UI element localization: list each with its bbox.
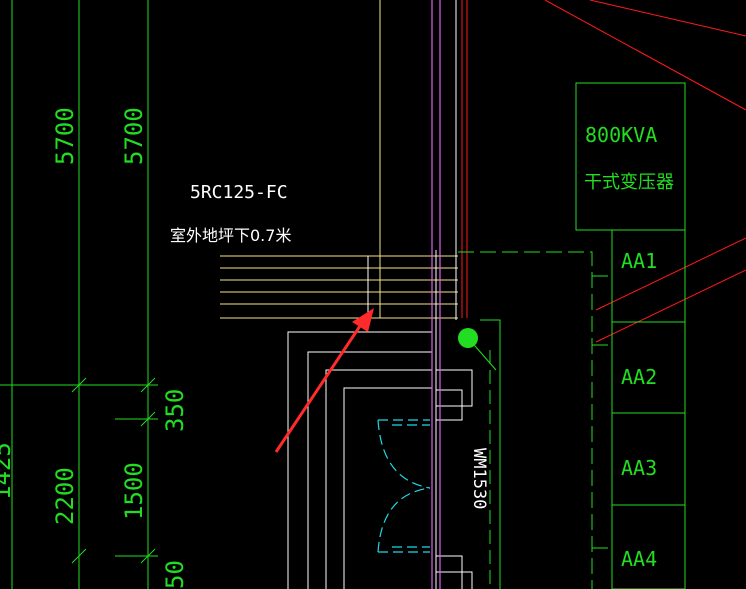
tick-2: [140, 377, 156, 393]
door-frame: [436, 369, 473, 407]
dim-text-bottom-right: 1500: [120, 462, 148, 520]
cabinet-label-aa1: AA1: [621, 249, 657, 273]
tick-3: [140, 411, 156, 427]
door-frame-bottom: [436, 555, 463, 589]
axis-lines: [431, 0, 441, 589]
dim-text-bottom-left: 2200: [51, 467, 79, 525]
pointer-arrow-icon: [274, 308, 374, 453]
wall-outline-core: [343, 387, 432, 589]
arrow-head: [352, 308, 374, 332]
dim-text-bottom-small: 50: [161, 560, 189, 589]
tick-1: [71, 377, 87, 393]
door-label: WM1530: [469, 448, 489, 509]
cabinet-box-aa1: [611, 229, 686, 323]
grid-lines: [0, 0, 158, 589]
wall-lines: [287, 0, 473, 589]
door-arc: [377, 487, 431, 553]
door-frame-bottom-2: [436, 571, 473, 589]
cable-spec-label: 5RC125-FC: [190, 182, 288, 203]
equipment: [458, 82, 686, 589]
cabinet-label-aa4: AA4: [621, 547, 657, 571]
arrow-shaft: [274, 319, 366, 453]
dim-text-left-edge: 1425: [0, 442, 16, 500]
wall-outline-mid: [307, 351, 432, 589]
dim-text-top-left: 5700: [51, 107, 79, 165]
wall-outline-inner: [325, 369, 432, 589]
red-diagonal-line: [595, 269, 746, 343]
connection-dot-icon[interactable]: [458, 328, 478, 348]
transformer-rating: 800KVA: [585, 123, 657, 147]
tick-4: [140, 548, 156, 564]
red-lines: [461, 0, 746, 343]
tick-5: [71, 548, 87, 564]
dim-text-mid-right: 350: [161, 389, 189, 432]
door-frame-2: [436, 389, 463, 421]
transformer-type: 干式变压器: [584, 172, 674, 193]
transformer-box: [575, 82, 686, 231]
cable-depth-note: 室外地坪下0.7米: [170, 226, 291, 245]
red-diagonal-line: [589, 0, 746, 37]
door-swing: [377, 419, 431, 553]
dashed-boundary: [458, 251, 593, 589]
cabinet-label-aa2: AA2: [621, 365, 657, 389]
red-diagonal-line: [595, 237, 746, 311]
door-arc: [377, 419, 431, 489]
cable-bundle: [220, 0, 458, 319]
cabinet-label-aa3: AA3: [621, 456, 657, 480]
red-diagonal-line: [544, 0, 746, 111]
door-box: [480, 319, 501, 589]
wall-outline-outer: [287, 331, 432, 589]
dim-text-top-right: 5700: [120, 107, 148, 165]
